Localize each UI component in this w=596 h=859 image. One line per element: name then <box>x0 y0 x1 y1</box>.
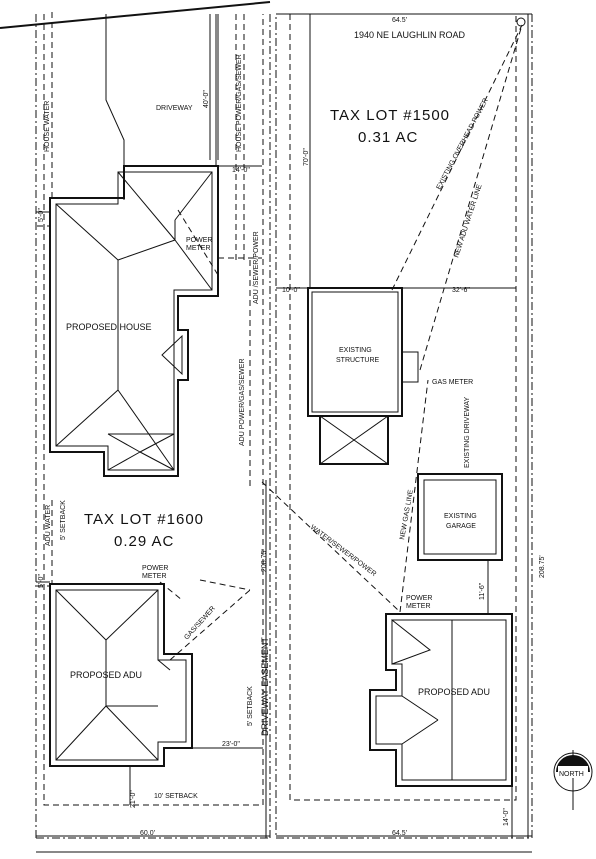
adu-sewer-power-label: ADU /SEWER/POWER <box>253 231 260 304</box>
north-arrow <box>553 750 593 810</box>
tax-lot-1500-area: 0.31 AC <box>358 129 418 146</box>
power-meter-3-label-a: POWER <box>406 595 432 602</box>
dim-10: 10'-0" <box>282 287 300 294</box>
power-meter-3-label-b: METER <box>406 603 431 610</box>
existing-structure-label-2: STRUCTURE <box>336 357 379 364</box>
utility-lines <box>51 12 523 661</box>
setback-5-side-label: 5' SETBACK <box>60 500 67 540</box>
lot-1500-boundary <box>275 13 533 839</box>
dim-top-east: 64.5' <box>392 17 407 24</box>
tax-lot-1500-title: TAX LOT #1500 <box>330 107 450 124</box>
dim-14: 14'-0" <box>232 167 250 174</box>
adu-power-gas-sewer-label: ADU POWER/GAS/SEWER <box>239 358 246 446</box>
proposed-adu-east <box>369 613 513 787</box>
dim-14-bottom: 14'-0" <box>503 808 510 826</box>
existing-structure-label-1: EXISTING <box>339 347 372 354</box>
proposed-adu-west-label: PROPOSED ADU <box>70 670 142 680</box>
north-label: NORTH <box>559 771 584 778</box>
gas-meter-label: GAS METER <box>432 379 473 386</box>
dim-depth-west: 208.75' <box>261 549 268 572</box>
power-meter-2-label-a: POWER <box>142 565 168 572</box>
new-adu-water-line-label: NEW ADU WATER LINE <box>453 183 483 258</box>
dim-70: 70'-0" <box>303 148 310 166</box>
dimension-lines <box>36 13 532 853</box>
dim-5-house: 5'-0" <box>38 208 45 222</box>
dim-32: 32'-6" <box>452 287 470 294</box>
house-utilities-label: HOUSE POWER/GAS/SEWER <box>236 54 243 152</box>
lot-1600-setback-lines <box>37 14 264 806</box>
dim-bottom-west: 60.0' <box>140 830 155 837</box>
dim-depth-east: 208.75' <box>539 555 546 578</box>
driveway-label: DRIVEWAY <box>156 105 193 112</box>
proposed-house-label: PROPOSED HOUSE <box>66 322 152 332</box>
proposed-house <box>49 165 219 477</box>
dim-bottom-east: 64.5' <box>392 830 407 837</box>
existing-garage-label-2: GARAGE <box>446 523 476 530</box>
adu-water-label: ADU WATER <box>45 505 52 546</box>
power-meter-1-label-b: METER <box>186 245 211 252</box>
proposed-adu-east-label: PROPOSED ADU <box>418 687 490 697</box>
existing-driveway-label: EXISTING DRIVEWAY <box>464 396 471 468</box>
dim-40: 40'-0" <box>203 90 210 108</box>
existing-garage-label-1: EXISTING <box>444 513 477 520</box>
existing-structure <box>307 287 419 465</box>
setback-10-label: 10' SETBACK <box>154 793 198 800</box>
driveway-easement-label: DRIVEWAY EASEMENT <box>260 637 270 736</box>
dim-11: 11'-6" <box>479 582 486 600</box>
lot-1600-boundary <box>35 14 271 839</box>
water-sewer-power-label: WATER/SEWER/POWER <box>309 524 378 578</box>
street-edge-line <box>0 1 271 29</box>
utility-pole-icon <box>516 17 526 27</box>
dim-21: 21'-0" <box>130 790 137 808</box>
house-water-label: HOUSE WATER <box>44 101 51 152</box>
power-meter-2-label-b: METER <box>142 573 167 580</box>
address-label: 1940 NE LAUGHLIN ROAD <box>354 30 466 40</box>
setback-5-easement-label: 5' SETBACK <box>247 686 254 726</box>
new-gas-line-label: NEW GAS LINE <box>399 489 415 540</box>
tax-lot-1600-area: 0.29 AC <box>114 533 174 550</box>
power-meter-1-label-a: POWER <box>186 237 212 244</box>
dim-5-adu: 5'-0" <box>38 574 45 588</box>
dim-23: 23'-0" <box>222 741 240 748</box>
tax-lot-1600-title: TAX LOT #1600 <box>84 511 204 528</box>
existing-garage <box>417 473 503 561</box>
